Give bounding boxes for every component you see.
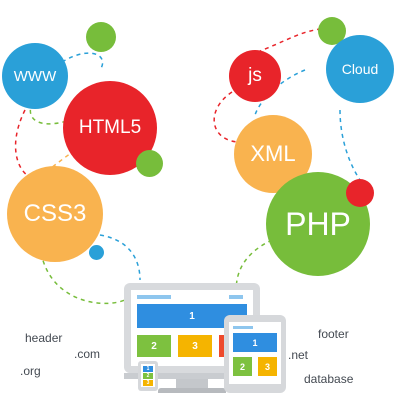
php-label: PHP [285, 205, 351, 242]
phone-screen: 1 2 3 [141, 364, 155, 387]
connector-www-to-green-dot [61, 52, 104, 71]
monitor-neck [176, 379, 208, 388]
green-dot-mid-left [136, 150, 163, 177]
tablet-tile-3: 3 [258, 357, 277, 376]
red-dot-right [346, 179, 374, 207]
php-bubble: PHP [266, 172, 370, 276]
net-word: .net [288, 348, 309, 362]
monitor-top-bar-small [229, 295, 243, 299]
connector-js-left-arc [213, 91, 239, 143]
monitor-tile-3: 3 [178, 335, 212, 357]
green-dot-top-left [86, 22, 116, 52]
connector-cloud-to-xml [254, 69, 306, 116]
tablet-tile-2: 2 [233, 357, 252, 376]
monitor-tile-2: 2 [137, 335, 171, 357]
phone-device: 1 2 3 [138, 361, 158, 391]
connector-css3-to-blue-dot [99, 234, 141, 281]
www-bubble: WWW [2, 43, 68, 109]
tablet-top-bar [233, 326, 253, 329]
js-bubble: js [229, 50, 281, 102]
connector-css3-bottom-arc [39, 244, 126, 305]
js-label: js [248, 65, 262, 86]
org-word: .org [20, 364, 41, 378]
cloud-label: Cloud [341, 61, 379, 77]
monitor-foot [158, 388, 226, 393]
header-word: header [25, 331, 63, 345]
css3-label: CSS3 [23, 200, 87, 227]
database-word: database [304, 372, 354, 386]
tablet-screen: 1 2 3 [229, 322, 281, 384]
connector-cloud-to-red-dot [339, 109, 361, 181]
phone-tile-2: 2 [143, 373, 153, 379]
connector-html5-left-arc [14, 109, 41, 181]
monitor-chin [124, 373, 260, 379]
www-label: WWW [13, 67, 57, 85]
xml-label: XML [250, 141, 296, 166]
tablet-tile-1: 1 [233, 333, 277, 352]
blue-dot-left [89, 245, 104, 260]
html5-label: HTML5 [78, 117, 142, 138]
phone-tile-1: 1 [143, 366, 153, 372]
com-word: .com [74, 347, 101, 361]
phone-tile-3: 3 [143, 380, 153, 386]
connector-php-to-tablet [235, 239, 273, 311]
cloud-bubble: Cloud [326, 35, 394, 103]
css3-bubble: CSS3 [7, 166, 103, 262]
footer-word: footer [318, 327, 349, 341]
tablet-device: 1 2 3 [224, 315, 286, 393]
monitor-top-bar [137, 295, 171, 299]
